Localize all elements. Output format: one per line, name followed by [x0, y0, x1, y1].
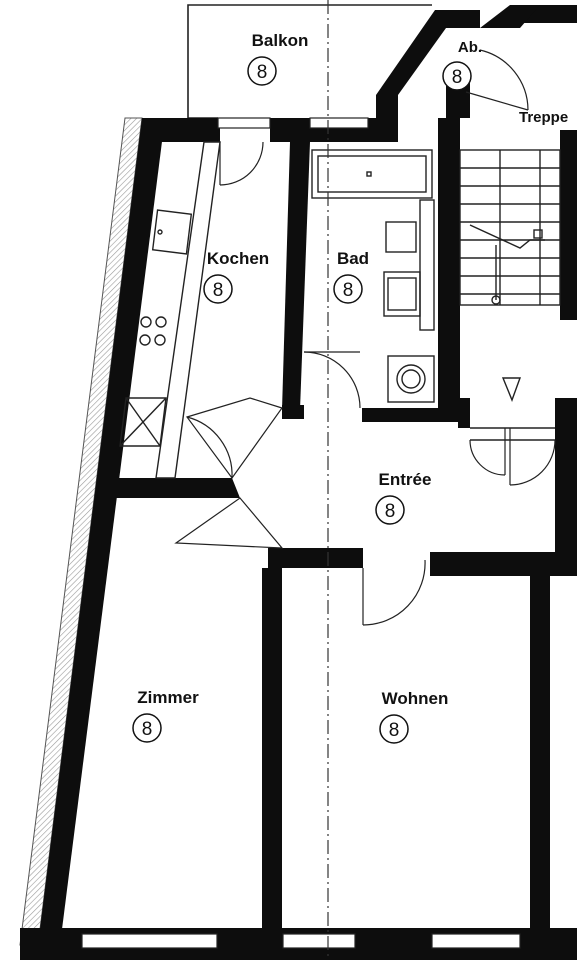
interior-lines: [119, 141, 561, 479]
room-ab: Ab. 8: [442, 39, 482, 91]
room-badge-zimmer: [132, 713, 162, 743]
room-label-ab: Ab.: [458, 39, 482, 56]
room-badge-text-zimmer: 8: [142, 719, 153, 740]
room-badge-text-bad: 8: [343, 280, 354, 301]
room-label-wohnen: Wohnen: [382, 689, 449, 708]
room-label-treppe: Treppe: [519, 109, 568, 126]
room-wohnen: Wohnen 8: [379, 689, 449, 744]
room-balkon: Balkon 8: [247, 31, 309, 86]
room-label-zimmer: Zimmer: [137, 688, 199, 707]
room-badge-wohnen: [379, 714, 409, 744]
room-badge-text-wohnen: 8: [389, 720, 400, 741]
walls: [20, 5, 577, 960]
room-badge-ab: [442, 61, 472, 91]
room-bad: Bad 8: [333, 249, 369, 304]
room-badge-text-ab: 8: [452, 67, 463, 88]
room-badge-balkon: [247, 56, 277, 86]
room-label-entree: Entrée: [379, 470, 432, 489]
door-swings: [174, 49, 556, 626]
room-entree: Entrée 8: [375, 470, 432, 525]
room-badge-bad: [333, 274, 363, 304]
room-label-balkon: Balkon: [252, 31, 309, 50]
room-badge-text-entree: 8: [385, 501, 396, 522]
room-label-kochen: Kochen: [207, 249, 269, 268]
room-label-bad: Bad: [337, 249, 369, 268]
windows: [81, 117, 521, 949]
room-kochen: Kochen 8: [203, 249, 269, 304]
room-badge-text-balkon: 8: [257, 62, 268, 83]
room-badge-entree: [375, 495, 405, 525]
room-badge-text-kochen: 8: [213, 280, 224, 301]
room-zimmer: Zimmer 8: [132, 688, 199, 743]
room-treppe: Treppe: [519, 109, 568, 126]
room-badge-kochen: [203, 274, 233, 304]
facade-hatch: [19, 117, 143, 946]
